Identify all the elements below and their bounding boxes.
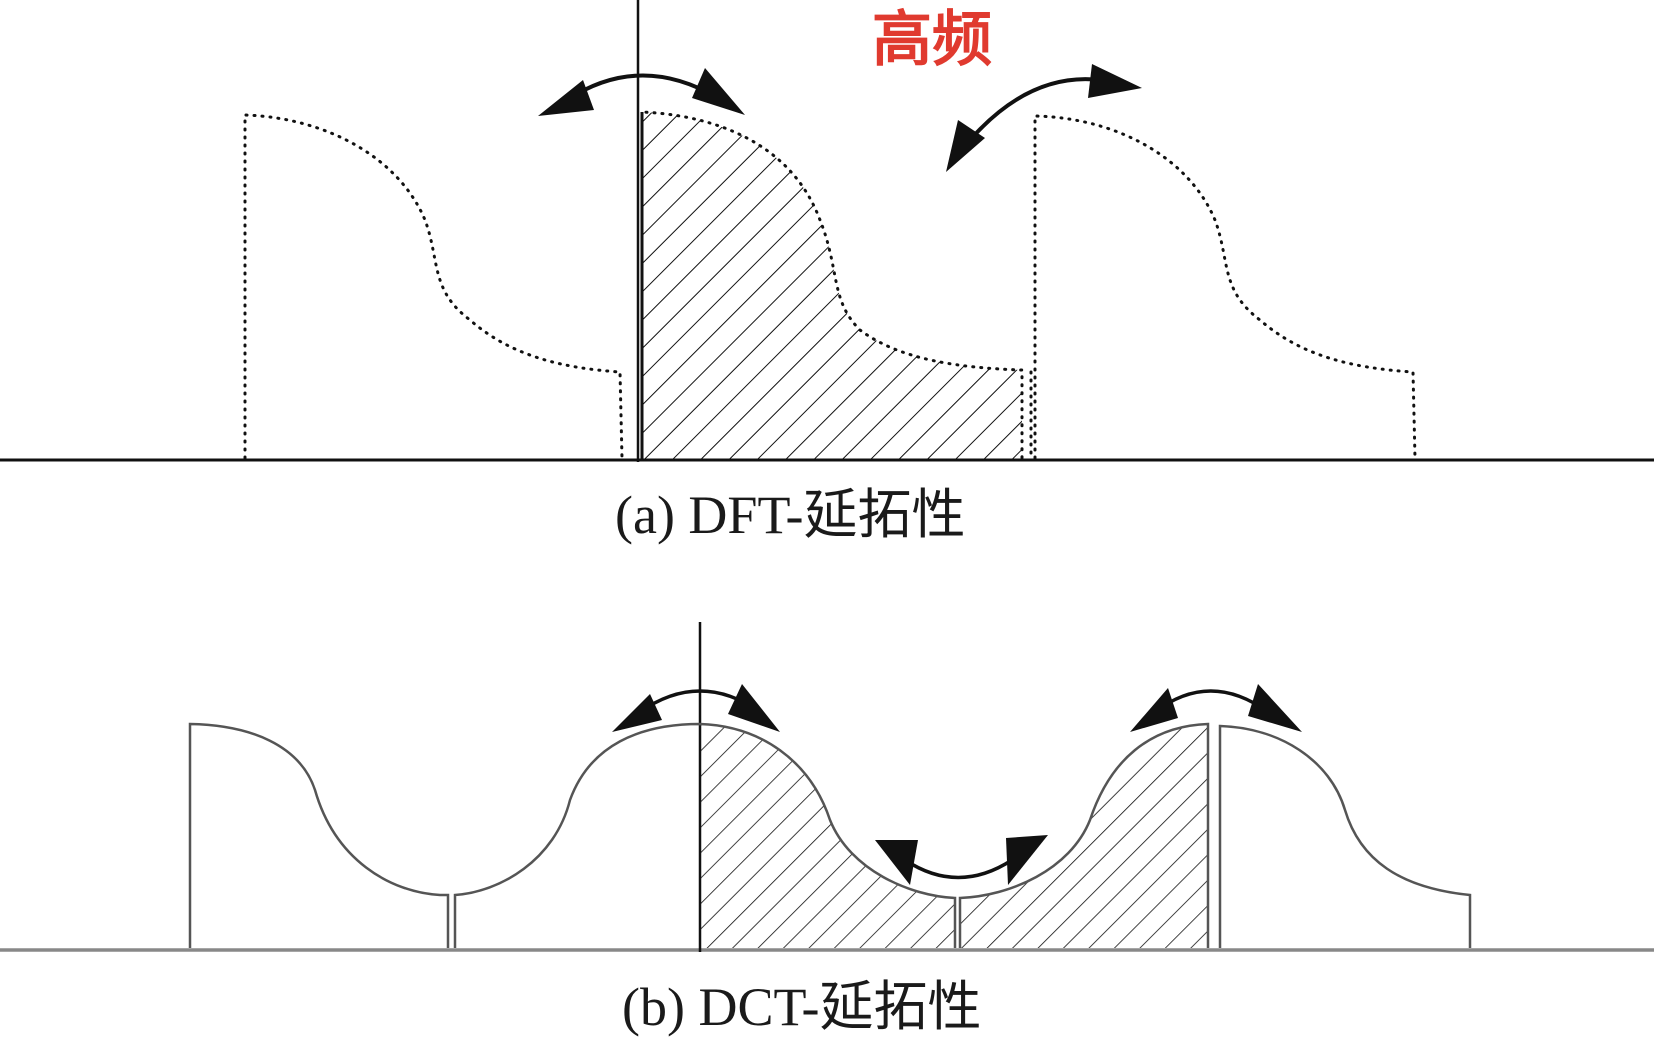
panel-a-right-copy bbox=[1033, 114, 1417, 460]
panel-a-original-signal bbox=[640, 110, 1024, 462]
panel-a: 高频 (a) DFT-延拓性 bbox=[0, 0, 1654, 545]
panel-b-arrow-right bbox=[1130, 684, 1302, 732]
panel-b-arrow-center bbox=[875, 835, 1048, 885]
panel-b-mirrored-signal bbox=[960, 724, 1208, 948]
panel-b-caption: (b) DCT-延拓性 bbox=[622, 977, 982, 1037]
panel-b-original-signal bbox=[700, 724, 955, 948]
panel-a-left-copy bbox=[243, 113, 624, 460]
panel-b-arrow-left bbox=[612, 684, 780, 732]
panel-a-caption: (a) DFT-延拓性 bbox=[615, 485, 965, 545]
panel-b: (b) DCT-延拓性 bbox=[0, 622, 1654, 1037]
panel-a-annotation: 高频 bbox=[872, 5, 992, 75]
panel-b-extended-signal bbox=[188, 722, 1472, 948]
panel-a-arrow-left bbox=[538, 68, 745, 116]
panel-a-arrow-right bbox=[946, 64, 1142, 172]
